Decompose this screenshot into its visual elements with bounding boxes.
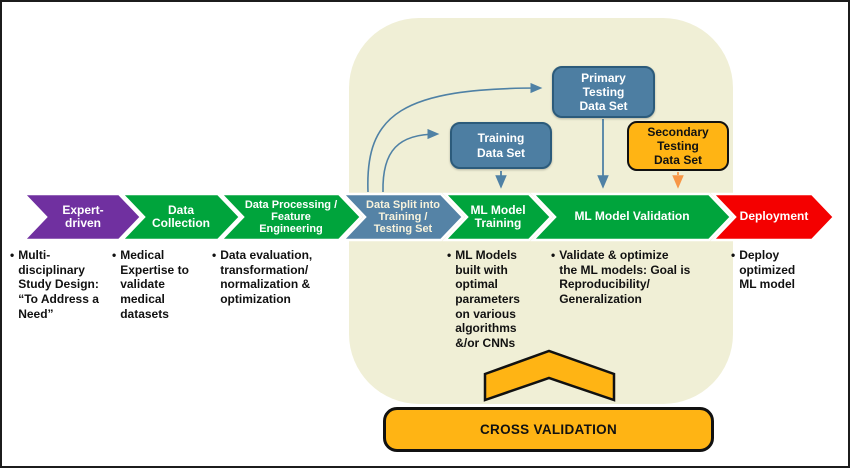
bullet-data-collection: Medical Expertise to validate medical da…: [112, 248, 210, 321]
training-data-set-node: Training Data Set: [450, 122, 552, 169]
secondary-testing-data-set-node: Secondary Testing Data Set: [627, 121, 729, 171]
bullet-data-processing: Data evaluation, transformation/ normali…: [212, 248, 342, 307]
chevron-data-split: [340, 192, 465, 242]
bullet-dot-icon: [551, 248, 555, 307]
bullet-ml-model-training: ML Models built with optimal parameters …: [447, 248, 549, 350]
chevron-data-processing: [218, 192, 363, 242]
bullet-dot-icon: [212, 248, 216, 307]
bullet-dot-icon: [10, 248, 14, 321]
bullet-deployment: Deploy optimized ML model: [731, 248, 833, 292]
bullet-dot-icon: [447, 248, 451, 350]
bullet-text: Deploy optimized ML model: [739, 248, 796, 292]
bullet-text: Medical Expertise to validate medical da…: [120, 248, 189, 321]
chevron-expert-driven: [21, 192, 143, 242]
chevron-ml-model-training: [442, 192, 553, 242]
bullet-text: ML Models built with optimal parameters …: [455, 248, 520, 350]
cross-validation-pointer-icon: [483, 349, 616, 402]
bullet-ml-model-validation: Validate & optimize the ML models: Goal …: [551, 248, 713, 307]
arrow-split-to-primary-testing: [367, 82, 543, 193]
cross-validation-banner: CROSS VALIDATION: [383, 407, 714, 452]
bullet-text: Data evaluation, transformation/ normali…: [220, 248, 313, 306]
bullet-dot-icon: [112, 248, 116, 321]
primary-testing-data-set-node: Primary Testing Data Set: [552, 66, 655, 118]
bullet-dot-icon: [731, 248, 735, 292]
bullet-expert-driven: Multi- disciplinary Study Design: “To Ad…: [10, 248, 112, 321]
chevron-deployment: [710, 192, 836, 242]
bullet-text: Validate & optimize the ML models: Goal …: [559, 248, 691, 306]
chevron-ml-model-validation: [530, 192, 733, 242]
arrow-split-to-training-set: [382, 128, 440, 193]
chevron-data-collection: [119, 192, 242, 242]
bullet-text: Multi- disciplinary Study Design: “To Ad…: [18, 248, 99, 321]
